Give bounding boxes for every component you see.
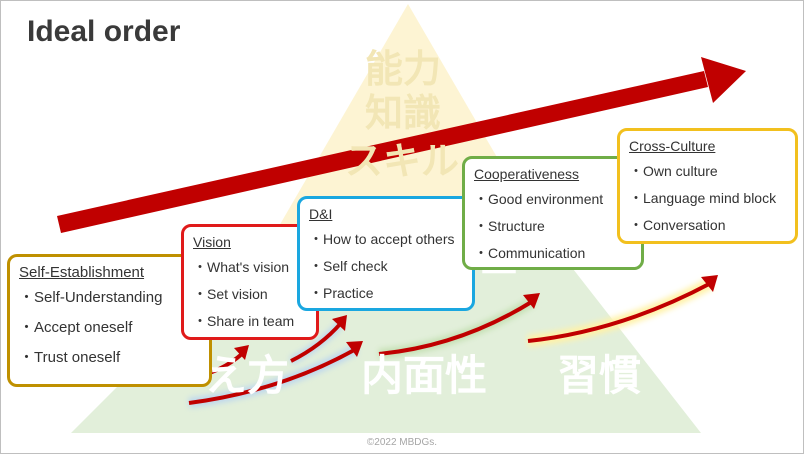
pyramid-top-line-1: 能力 xyxy=(365,47,442,91)
self-establishment-item: ・Self-Understanding xyxy=(19,289,163,306)
vision-title: Vision xyxy=(193,234,231,250)
pyramid-top-line-2: 知識 xyxy=(365,91,442,135)
big-progress-arrow xyxy=(57,57,746,233)
vision-box: Vision ・What's vision ・Set vision ・Share… xyxy=(181,224,319,340)
cooperativeness-box: Cooperativeness ・Good environment ・Struc… xyxy=(462,156,644,270)
pyramid-top-line-3: スキル xyxy=(345,139,460,183)
cooperativeness-item: ・Communication xyxy=(474,245,586,261)
di-box: D&I ・How to accept others ・Self check ・P… xyxy=(297,196,475,311)
di-title: D&I xyxy=(309,206,333,222)
pyramid-base-word-1: え方 xyxy=(205,351,290,400)
cross-culture-item: ・Language mind block xyxy=(629,190,777,206)
glow-arrow-4 xyxy=(378,293,540,359)
glow-arrow-5 xyxy=(527,275,718,347)
cross-culture-item: ・Own culture xyxy=(629,163,718,179)
glow-arrow-3 xyxy=(289,315,347,365)
cooperativeness-title: Cooperativeness xyxy=(474,166,580,182)
vision-item: ・Share in team xyxy=(193,313,295,329)
cross-culture-item: ・Conversation xyxy=(629,217,726,233)
self-establishment-title: Self-Establishment xyxy=(19,264,145,281)
vision-item: ・What's vision xyxy=(193,259,290,275)
slide-title: Ideal order xyxy=(27,15,181,48)
pyramid-base-word-2: 内面性 xyxy=(361,351,488,400)
cross-culture-title: Cross-Culture xyxy=(629,138,716,154)
cooperativeness-item: ・Good environment xyxy=(474,191,604,207)
vision-item: ・Set vision xyxy=(193,286,268,302)
di-item: ・Self check xyxy=(309,258,388,274)
di-item: ・How to accept others xyxy=(309,231,455,247)
cross-culture-box: Cross-Culture ・Own culture ・Language min… xyxy=(617,128,798,244)
pyramid-base-word-3: 習慣 xyxy=(557,351,642,400)
di-item: ・Practice xyxy=(309,285,374,301)
self-establishment-item: ・Trust oneself xyxy=(19,349,121,366)
self-establishment-item: ・Accept oneself xyxy=(19,319,133,336)
cooperativeness-item: ・Structure xyxy=(474,218,545,234)
self-establishment-box: Self-Establishment ・Self-Understanding ・… xyxy=(7,254,212,387)
glow-arrow-2 xyxy=(188,341,363,408)
copyright-notice: ©2022 MBDGs. xyxy=(366,437,438,448)
